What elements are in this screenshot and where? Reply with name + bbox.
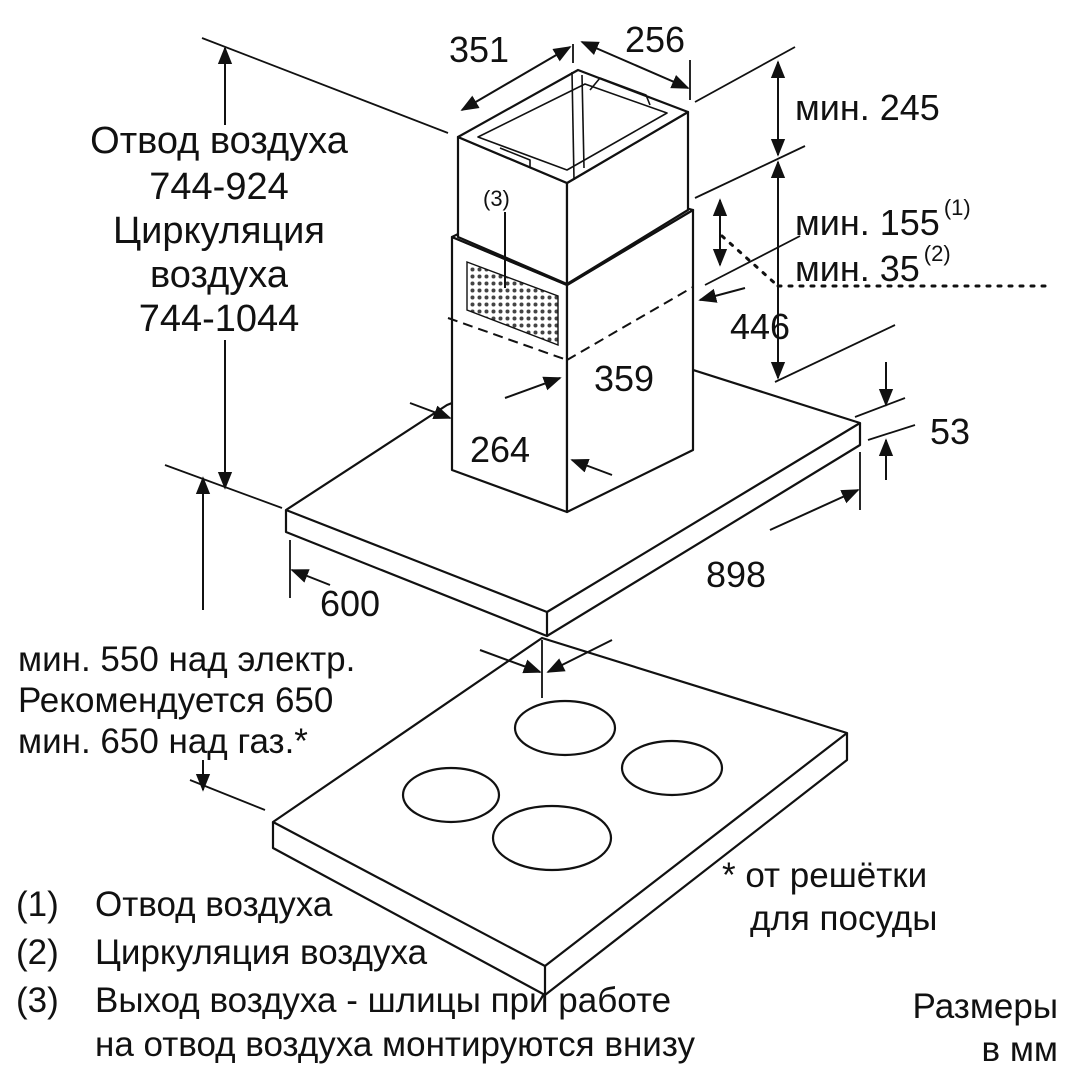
outlet-ref-label: (3) xyxy=(483,186,510,211)
dim-359: 359 xyxy=(594,358,655,399)
exhaust-label: Отвод воздуха xyxy=(90,120,348,162)
legend-num-3: (3) xyxy=(16,981,59,1020)
recirc-range: 744-1044 xyxy=(138,298,300,340)
footnote-line2: для посуды xyxy=(750,899,938,938)
chimney-upper xyxy=(456,68,690,286)
dim-min-recirc: мин. 35(2) xyxy=(795,241,951,289)
recirc-level-dash-right xyxy=(566,286,694,361)
burner-right xyxy=(620,739,724,797)
clearance-recommended: Рекомендуется 650 xyxy=(18,681,334,720)
dim-canopy-depth: 600 xyxy=(320,583,381,624)
dim-chimney-width: 256 xyxy=(625,19,686,60)
footnote-line1: * от решётки xyxy=(722,856,928,895)
burner-left xyxy=(401,766,501,824)
legend-num-1: (1) xyxy=(16,885,59,924)
dim-chimney-depth: 351 xyxy=(449,29,510,70)
dim-min-exhaust: мин. 155(1) xyxy=(795,195,971,243)
clearance-electric: мин. 550 над электр. xyxy=(18,640,356,679)
legend-text-1: Отвод воздуха xyxy=(95,885,333,924)
cooktop xyxy=(271,636,849,997)
clearance-gas: мин. 650 над газ.* xyxy=(18,722,308,761)
dim-264: 264 xyxy=(470,429,531,470)
dim-446: 446 xyxy=(730,306,791,347)
units-line2: в мм xyxy=(981,1030,1058,1069)
recirc-label-line2: воздуха xyxy=(150,254,288,296)
ceiling-dots-diag xyxy=(720,234,780,288)
legend-num-2: (2) xyxy=(16,933,59,972)
legend-text-3-cont: на отвод воздуха монтируются внизу xyxy=(95,1025,695,1064)
recirc-label-line1: Циркуляция xyxy=(112,210,325,252)
air-outlet-grille xyxy=(466,260,559,347)
burner-back xyxy=(513,699,617,757)
units-line1: Размеры xyxy=(912,987,1058,1026)
recirc-level-dash-left xyxy=(447,317,568,361)
dim-canopy-thickness: 53 xyxy=(930,411,971,452)
exhaust-range: 744-924 xyxy=(149,166,289,208)
dim-canopy-width: 898 xyxy=(706,554,767,595)
burner-front xyxy=(491,804,613,872)
legend-text-2: Циркуляция воздуха xyxy=(95,933,428,972)
dim-min-top: мин. 245 xyxy=(795,87,940,128)
legend-text-3: Выход воздуха - шлицы при работе xyxy=(95,981,672,1020)
